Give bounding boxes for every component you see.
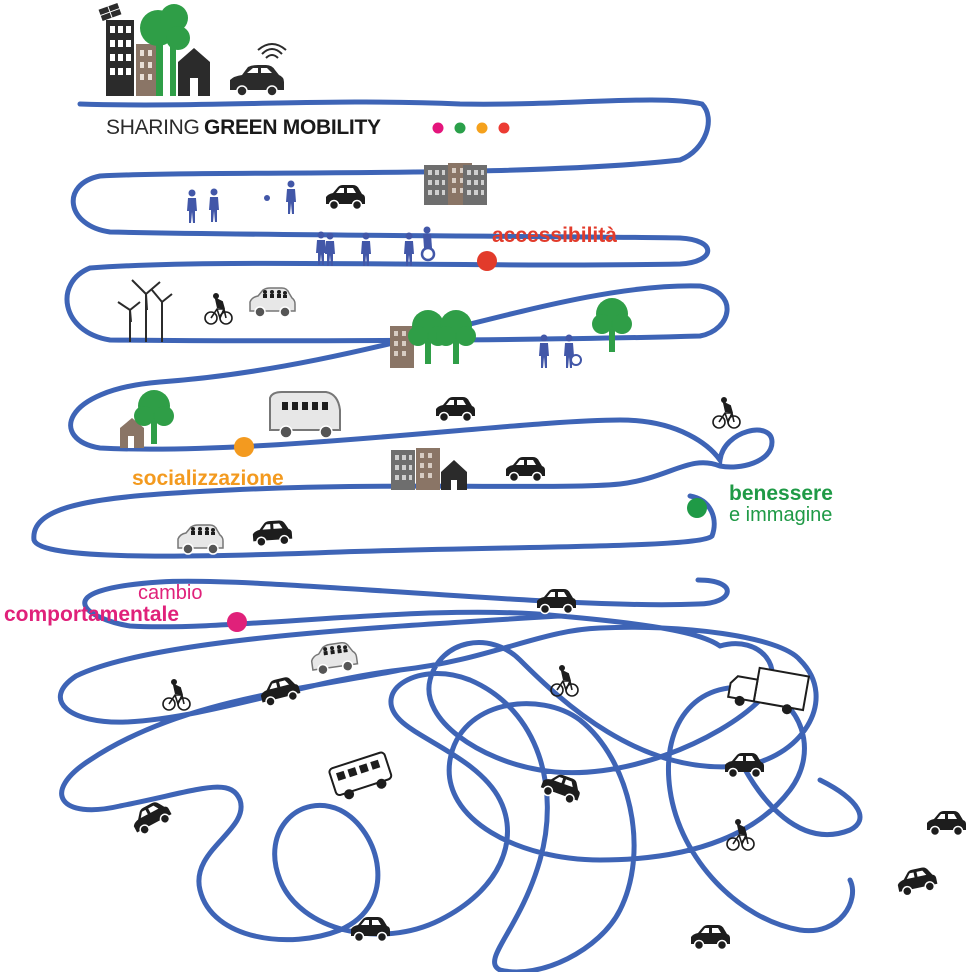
car-icon — [251, 518, 294, 548]
ball-icon — [264, 195, 270, 201]
car-icon — [926, 810, 967, 837]
car-icon — [505, 456, 546, 483]
minibus-icon — [269, 391, 341, 439]
car-icon — [325, 184, 366, 211]
page-title: SHARING GREEN MOBILITY — [106, 116, 381, 140]
house-icon — [178, 48, 210, 96]
bicycle-icon — [712, 396, 741, 429]
socialization-label: socializzazione — [132, 467, 284, 490]
buildings-icon — [424, 163, 487, 205]
tree-icon — [592, 298, 632, 352]
buildings-icon — [391, 448, 467, 490]
title-dot-red — [498, 122, 510, 134]
stroller-icon — [570, 354, 582, 366]
accessibility-label: accessibilità — [492, 224, 617, 247]
truck-icon — [727, 666, 811, 715]
car-icon — [257, 673, 303, 709]
title-dot-green — [454, 122, 466, 134]
tree-icon — [140, 4, 190, 96]
tree-icon — [436, 310, 476, 364]
behaviour-label-top: cambio — [138, 582, 203, 604]
car-icon — [435, 396, 476, 423]
bicycle-icon — [162, 678, 191, 711]
car-icon — [894, 864, 940, 898]
car-icon — [690, 924, 731, 951]
wind-turbine-icon — [117, 279, 173, 342]
wheelchair-icon — [420, 226, 436, 262]
wellbeing-label: benessere — [729, 482, 833, 505]
connected-car-icon — [230, 43, 287, 97]
house-with-tree-icon — [120, 390, 174, 448]
title-prefix: SHARING — [106, 116, 200, 139]
wellbeing-milestone-dot — [687, 498, 707, 518]
accessibility-milestone-dot — [477, 251, 497, 271]
walking-person-icon — [187, 189, 197, 223]
title-dot-magenta — [432, 122, 444, 134]
bicycle-icon — [204, 292, 233, 325]
shared-car-icon — [177, 524, 224, 555]
shared-car-icon — [308, 640, 360, 677]
behaviour-label: comportamentale — [4, 603, 180, 626]
child-person-icon — [286, 180, 296, 214]
car-icon — [536, 588, 577, 615]
title-dot-orange — [476, 122, 488, 134]
school-bus-icon — [328, 751, 393, 800]
car-icon — [724, 752, 765, 779]
walking-person-icon — [209, 188, 219, 222]
shared-car-icon — [249, 287, 296, 318]
title-main: GREEN MOBILITY — [204, 116, 381, 139]
winding-road — [31, 97, 863, 972]
walking-person-icon — [325, 232, 335, 266]
wellbeing-sublabel: e immagine — [729, 504, 833, 526]
socialization-milestone-dot — [234, 437, 254, 457]
behaviour-milestone-dot — [227, 612, 247, 632]
city-skyline-icon — [98, 2, 158, 96]
